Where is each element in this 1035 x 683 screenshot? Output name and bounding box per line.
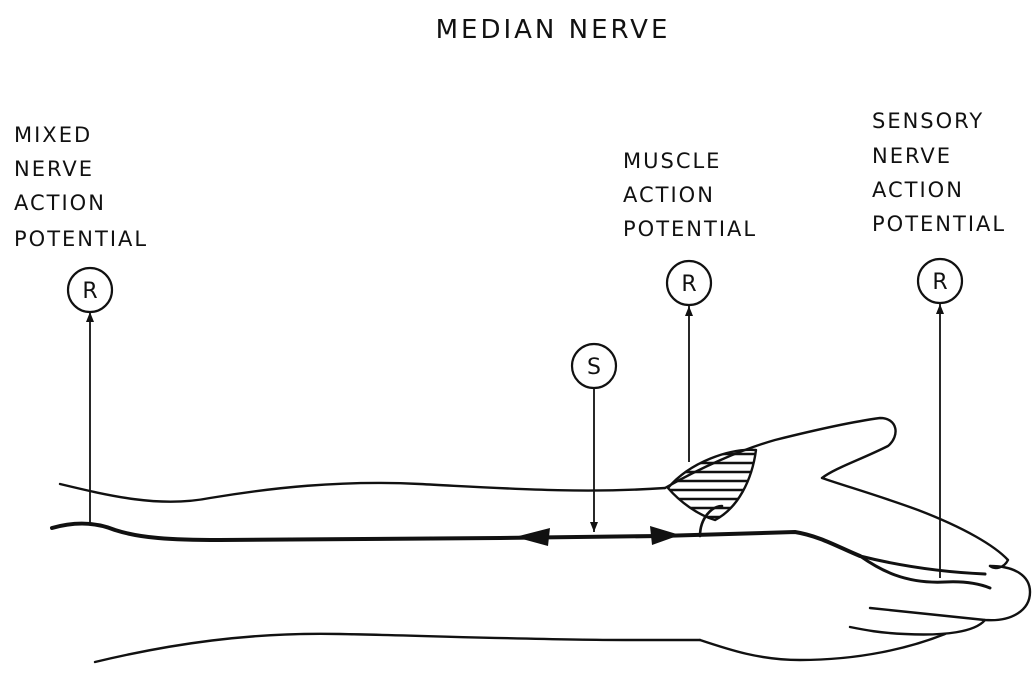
muscle-label-line-1: MUSCLE (623, 149, 721, 173)
electrode-mixed-letter: R (82, 279, 97, 304)
sensory-label-line-1: SENSORY (872, 109, 984, 133)
arm-upper-outline (60, 483, 665, 502)
recording-electrode-sensory: R (918, 259, 962, 578)
recording-electrode-mixed: R (68, 268, 112, 523)
wrist-underside-outline (700, 634, 945, 660)
median-nerve-trunk (52, 524, 860, 556)
sensory-label-line-3: ACTION (872, 178, 964, 202)
digital-nerve-branch-1 (860, 556, 985, 574)
mixed-label-line-1: MIXED (14, 123, 92, 147)
mixed-label-line-3: ACTION (14, 191, 106, 215)
stimulus-electrode-letter: S (587, 355, 601, 380)
sensory-nerve-label: SENSORY NERVE ACTION POTENTIAL (872, 109, 1006, 236)
mixed-label-line-2: NERVE (14, 157, 94, 181)
arm-lower-outline (95, 634, 700, 662)
thenar-muscle (660, 450, 770, 520)
sensory-label-line-4: POTENTIAL (872, 212, 1006, 236)
recording-electrode-muscle: R (667, 261, 711, 462)
mixed-label-line-4: POTENTIAL (14, 227, 148, 251)
motor-branch (700, 506, 722, 536)
mixed-nerve-label: MIXED NERVE ACTION POTENTIAL (14, 123, 148, 251)
conduction-arrow-distal (650, 526, 680, 545)
electrode-muscle-letter: R (681, 272, 696, 297)
electrode-sensory-letter: R (932, 270, 947, 295)
muscle-label: MUSCLE ACTION POTENTIAL (623, 149, 757, 241)
diagram-title: MEDIAN NERVE (436, 15, 671, 45)
muscle-label-line-3: POTENTIAL (623, 217, 757, 241)
muscle-label-line-2: ACTION (623, 183, 715, 207)
palm-outline (850, 620, 985, 634)
conduction-arrow-proximal (515, 528, 550, 546)
sensory-label-line-2: NERVE (872, 144, 952, 168)
stimulus-electrode: S (572, 344, 616, 532)
